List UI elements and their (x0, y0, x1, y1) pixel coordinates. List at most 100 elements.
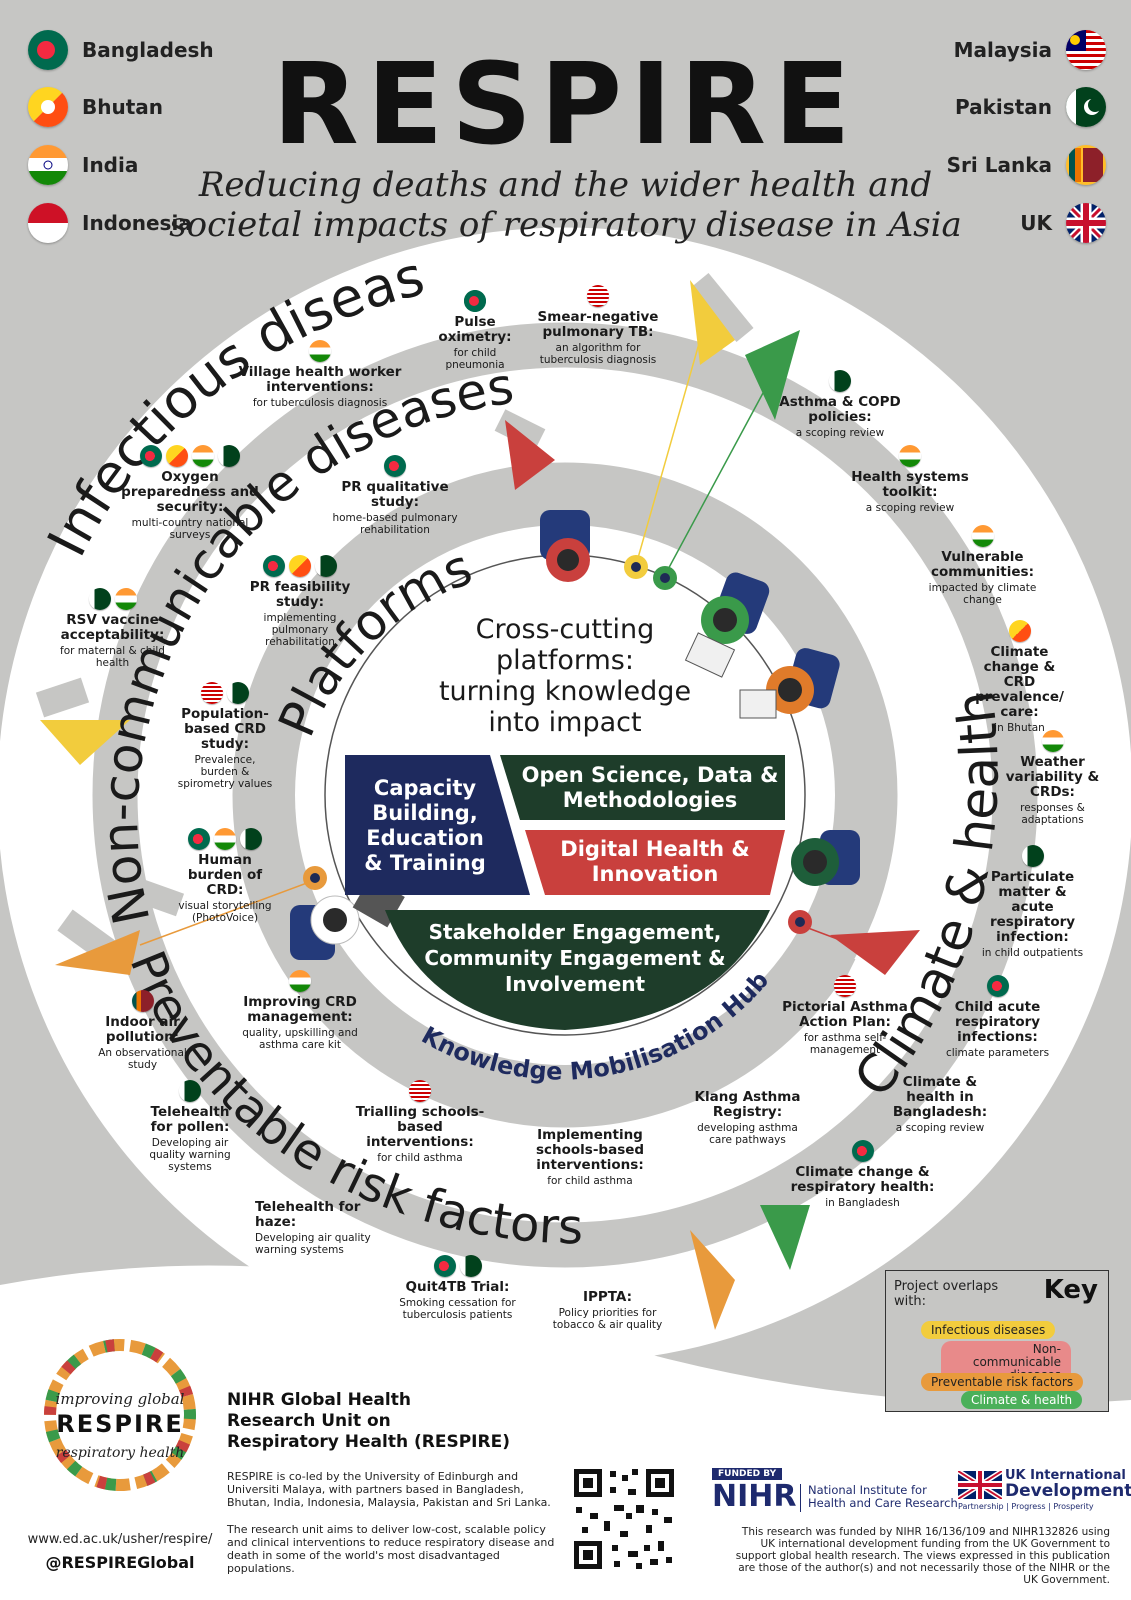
unit-description-2: The research unit aims to deliver low-co… (227, 1523, 555, 1575)
pakistan-flag-icon (829, 370, 851, 392)
pakistan-flag-icon (227, 682, 249, 704)
bangladesh-flag-icon (28, 30, 68, 70)
bangladesh-flag-icon (188, 828, 210, 850)
country-bhutan: Bhutan (28, 87, 163, 127)
nihr-full-name: National Institute for Health and Care R… (808, 1483, 958, 1510)
bhutan-flag-icon (166, 445, 188, 467)
bangladesh-flag-icon (433, 1255, 456, 1277)
bhutan-flag-icon (1008, 620, 1031, 642)
cross-cutting-heading: Cross-cutting platforms: turning knowled… (438, 614, 692, 738)
bhutan-flag-icon (289, 555, 311, 577)
country-india: India (28, 145, 138, 185)
project-population-crd: Population-based CRD study: Prevalence, … (175, 682, 275, 790)
india-flag-icon (971, 525, 994, 547)
project-telehealth-haze: Telehealth for haze: Developing air qual… (255, 1199, 371, 1257)
country-sri-lanka: Sri Lanka (947, 145, 1106, 185)
project-health-systems: Health systems toolkit: a scoping review (850, 445, 970, 514)
page-title: RESPIRE (272, 40, 859, 170)
logo-bottom-text: respiratory health (55, 1445, 185, 1461)
logo-main-text: RESPIRE (56, 1410, 184, 1438)
country-uk: UK (1020, 203, 1106, 243)
project-child-acute: Child acute respiratory infections: clim… (935, 975, 1060, 1059)
india-flag-icon (214, 828, 236, 850)
project-klang: Klang Asthma Registry: developing asthma… (694, 1089, 801, 1147)
qr-code[interactable] (570, 1465, 678, 1573)
capacity-building-label: Capacity Building, Education & Training (364, 776, 486, 875)
pakistan-flag-icon (218, 445, 240, 467)
pakistan-flag-icon (1066, 87, 1106, 127)
project-vulnerable: Vulnerable communities: impacted by clim… (925, 525, 1040, 606)
project-particulate: Particulate matter & acute respiratory i… (975, 845, 1090, 959)
project-quit4tb: Quit4TB Trial: Smoking cessation for tub… (395, 1255, 520, 1321)
project-human-burden: Human burden of CRD: visual storytelling… (170, 828, 280, 924)
pakistan-flag-icon (1021, 845, 1044, 867)
key-intro: Project overlaps with: (894, 1279, 999, 1309)
key-box: Project overlaps with: Key Infectious di… (885, 1270, 1109, 1412)
malaysia-flag-icon (834, 975, 856, 997)
subtitle-line-2: societal impacts of respiratory disease … (169, 205, 962, 245)
project-climate-crd: Climate change & CRD prevalence/ care: i… (972, 620, 1067, 734)
stakeholder-label: Stakeholder Engagement, Community Engage… (424, 920, 726, 996)
project-climate-bangladesh: Climate & health in Bangladesh: a scopin… (892, 1074, 988, 1135)
project-climate-respiratory: Climate change & respiratory health: in … (790, 1140, 935, 1209)
project-rsv: RSV vaccine acceptability: for maternal … (55, 588, 170, 669)
sri-lanka-flag-icon (1066, 145, 1106, 185)
open-science-shape (500, 755, 785, 820)
project-village-health: Village health worker interventions: for… (230, 340, 410, 409)
project-weather: Weather variability & CRDs: responses & … (1005, 730, 1100, 826)
unit-name: NIHR Global Health Research Unit on Resp… (227, 1390, 510, 1452)
india-flag-icon (309, 340, 331, 362)
bangladesh-flag-icon (140, 445, 162, 467)
uk-flag-icon (958, 1471, 1002, 1499)
ukid-tagline: Partnership | Progress | Prosperity (958, 1502, 1094, 1511)
country-malaysia: Malaysia (954, 30, 1106, 70)
india-flag-icon (289, 970, 311, 992)
subtitle-line-1: Reducing deaths and the wider health and (198, 165, 933, 205)
sri-lanka-flag-icon (131, 990, 154, 1012)
pakistan-flag-icon (315, 555, 337, 577)
unit-description-1: RESPIRE is co-led by the University of E… (227, 1470, 551, 1509)
uk-flag-icon (1066, 203, 1106, 243)
pakistan-flag-icon (179, 1080, 201, 1102)
project-pr-feasibility: PR feasibility study: implementing pulmo… (240, 555, 360, 648)
social-handle[interactable]: @RESPIREGlobal (45, 1553, 195, 1572)
pakistan-flag-icon (459, 1255, 482, 1277)
malaysia-flag-icon (409, 1080, 431, 1102)
india-flag-icon (1041, 730, 1064, 752)
middle-ring (137, 367, 993, 1223)
key-climate: Climate & health (961, 1391, 1083, 1409)
bhutan-flag-icon (28, 87, 68, 127)
project-pulse-oximetry: Pulse oximetry: for child pneumonia (425, 290, 525, 371)
website-link[interactable]: www.ed.ac.uk/usher/respire/ (27, 1532, 213, 1547)
open-science-label: Open Science, Data & Methodologies (521, 762, 779, 812)
stakeholder-shape (385, 910, 770, 1030)
funded-by-tag: FUNDED BY (712, 1468, 783, 1480)
nihr-logo: NIHR (712, 1479, 797, 1514)
project-smear-negative-tb: Smear-negative pulmonary TB: an algorith… (528, 285, 668, 366)
logo-top-text: improving global (55, 1390, 185, 1408)
india-flag-icon (28, 145, 68, 185)
funding-disclaimer: This research was funded by NIHR 16/136/… (735, 1526, 1110, 1586)
respire-logo-wreath (44, 1339, 196, 1491)
project-ippta: IPPTA: Policy priorities for tobacco & a… (552, 1289, 663, 1332)
key-title: Key (1043, 1275, 1098, 1305)
india-flag-icon (899, 445, 921, 467)
digital-health-label: Digital Health & Innovation (560, 837, 750, 886)
country-pakistan: Pakistan (955, 87, 1106, 127)
digital-shape (525, 830, 785, 895)
key-infectious: Infectious diseases (921, 1321, 1056, 1339)
project-oxygen: Oxygen preparedness and security: multi-… (120, 445, 260, 541)
india-flag-icon (114, 588, 137, 610)
footer-background (0, 1265, 1131, 1600)
bangladesh-flag-icon (851, 1140, 874, 1162)
pakistan-flag-icon (88, 588, 111, 610)
project-indoor-air: Indoor air pollution: An observational s… (85, 990, 200, 1071)
project-improving-crd: Improving CRD management: quality, upski… (235, 970, 365, 1051)
key-preventable: Preventable risk factors (921, 1373, 1084, 1391)
project-asthma-copd: Asthma & COPD policies: a scoping review (775, 370, 905, 439)
bangladesh-flag-icon (384, 455, 406, 477)
bangladesh-flag-icon (263, 555, 285, 577)
project-implementing-schools: Implementing schools-based interventions… (535, 1127, 645, 1188)
